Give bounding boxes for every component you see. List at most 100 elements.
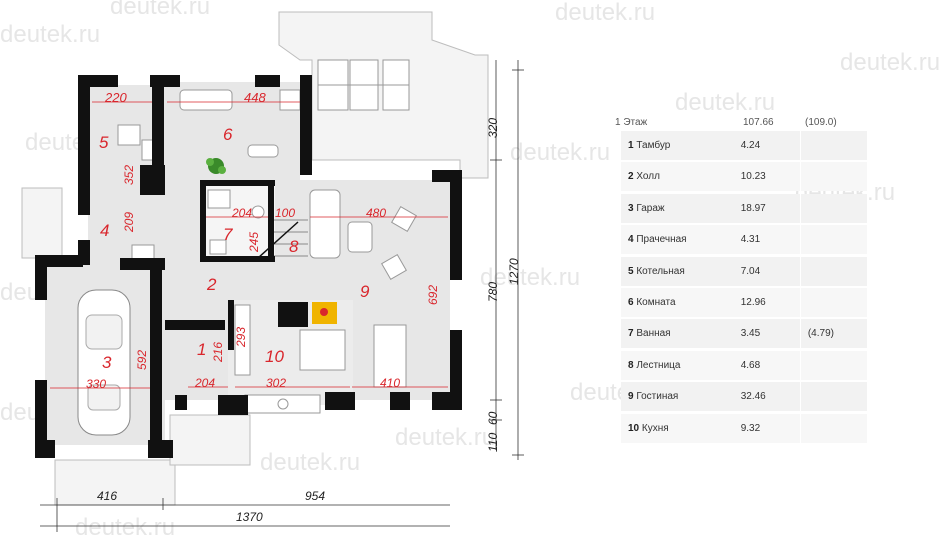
dim-label: 245 bbox=[247, 232, 261, 253]
room-area: 18.97 bbox=[738, 193, 801, 223]
dim-label: 330 bbox=[86, 377, 106, 391]
table-row: 4 Прачечная 4.31 bbox=[621, 225, 867, 255]
floor-area: 107.66 bbox=[743, 116, 774, 128]
room-number: 9 bbox=[628, 391, 634, 403]
room-area: 32.46 bbox=[738, 382, 801, 412]
watermark: deutek.ru bbox=[75, 514, 175, 541]
room-label: 8 bbox=[289, 237, 299, 256]
dim-label: 352 bbox=[122, 165, 136, 185]
watermark: deutek.ru bbox=[480, 264, 580, 291]
table-row: 2 Холл 10.23 bbox=[621, 162, 867, 192]
room-number: 10 bbox=[628, 422, 640, 434]
room-area: 4.68 bbox=[738, 350, 801, 380]
room-area-table: 1 Этаж 107.66 (109.0) 1 Тамбур 4.24 2 Хо… bbox=[615, 113, 867, 445]
floor-name: 1 Этаж bbox=[615, 116, 648, 128]
room-label: 4 bbox=[100, 221, 109, 240]
room-name-cell: 6 Комната bbox=[621, 297, 738, 308]
dim-label: 302 bbox=[266, 376, 286, 390]
room-name-cell: 2 Холл bbox=[621, 171, 738, 182]
room-name-cell: 5 Котельная bbox=[621, 266, 738, 277]
watermark: deutek.ru bbox=[840, 49, 940, 76]
table-row: 3 Гараж 18.97 bbox=[621, 193, 867, 223]
stairs bbox=[257, 219, 308, 259]
room-label: 3 bbox=[102, 353, 112, 372]
garage-apron bbox=[54, 459, 176, 506]
table-row: 6 Комната 12.96 bbox=[621, 287, 867, 317]
fireplace-icon bbox=[278, 302, 337, 327]
dim-label: 1270 bbox=[507, 258, 521, 285]
room-name: Тамбур bbox=[636, 140, 671, 151]
room-label: 2 bbox=[206, 275, 217, 294]
room-name: Гостиная bbox=[636, 391, 679, 403]
dim-label: 100 bbox=[275, 206, 295, 220]
room-labels: 1 2 3 4 5 6 7 8 9 10 bbox=[99, 125, 370, 372]
dim-label: 416 bbox=[97, 489, 117, 503]
room-name: Лестница bbox=[636, 359, 681, 371]
room-area: 9.32 bbox=[738, 413, 801, 443]
watermark: deutek.ru bbox=[675, 89, 775, 116]
room-area: 4.31 bbox=[738, 225, 801, 255]
dim-label: 204 bbox=[194, 376, 215, 390]
room-area: 7.04 bbox=[738, 256, 801, 286]
dim-label: 448 bbox=[244, 90, 266, 105]
room-area-extra: (4.79) bbox=[807, 328, 834, 340]
room-label: 7 bbox=[223, 225, 233, 244]
dim-label: 692 bbox=[426, 285, 440, 305]
dim-label: 480 bbox=[366, 206, 386, 220]
room-name: Кухня bbox=[641, 422, 669, 434]
dim-label: 204 bbox=[231, 206, 252, 220]
room-name-cell: 8 Лестница bbox=[621, 360, 738, 371]
room-name: Холл bbox=[636, 171, 660, 183]
room-number: 6 bbox=[628, 296, 634, 308]
watermark: deutek.ru bbox=[110, 0, 210, 20]
watermark: deutek.ru bbox=[555, 0, 655, 26]
plant-icon bbox=[206, 158, 226, 174]
dim-label: 293 bbox=[234, 327, 248, 348]
table-row: 10 Кухня 9.32 bbox=[621, 413, 867, 443]
watermark: deutek.ru bbox=[0, 21, 100, 48]
room-number: 7 bbox=[628, 328, 634, 340]
inner-dimensions: 220 448 352 209 204 100 480 245 692 293 … bbox=[50, 90, 448, 391]
dim-label: 110 bbox=[486, 433, 500, 452]
car-icon bbox=[77, 289, 131, 436]
outer-dimensions-bottom bbox=[40, 498, 450, 532]
dim-label: 954 bbox=[305, 489, 325, 503]
room-name-cell: 9 Гостиная bbox=[621, 391, 738, 402]
table-row: 9 Гостиная 32.46 bbox=[621, 382, 867, 412]
watermark: deutek.ru bbox=[260, 449, 360, 476]
room-area: 12.96 bbox=[738, 287, 801, 317]
table-header: 1 Этаж 107.66 (109.0) bbox=[615, 113, 867, 131]
room-area: 3.45 bbox=[738, 319, 801, 349]
room-name: Котельная bbox=[636, 265, 685, 277]
watermark: deutek.ru bbox=[510, 139, 610, 166]
floor-area-extra: (109.0) bbox=[805, 116, 837, 128]
dim-label: 216 bbox=[211, 342, 225, 363]
room-label: 6 bbox=[223, 125, 233, 144]
dim-label: 220 bbox=[104, 90, 127, 105]
dim-label: 60 bbox=[486, 411, 500, 425]
dim-label: 410 bbox=[380, 376, 400, 390]
outer-dimensions-right bbox=[490, 60, 524, 460]
walls bbox=[35, 75, 462, 458]
room-name-cell: 4 Прачечная bbox=[621, 234, 738, 245]
room-number: 4 bbox=[628, 234, 634, 246]
room-label: 5 bbox=[99, 133, 109, 152]
dim-label: 1370 bbox=[236, 510, 263, 524]
room-name: Комната bbox=[636, 296, 676, 308]
dim-label: 209 bbox=[122, 212, 136, 233]
room-number: 3 bbox=[628, 202, 634, 214]
table-row: 1 Тамбур 4.24 bbox=[621, 131, 867, 160]
room-name-cell: 7 Ванная bbox=[621, 328, 738, 339]
table-body: 1 Тамбур 4.24 2 Холл 10.23 3 Гараж 18.97… bbox=[615, 131, 867, 443]
room-number: 5 bbox=[628, 265, 634, 277]
furniture bbox=[117, 89, 417, 414]
dim-label: 780 bbox=[486, 282, 500, 302]
room-number: 8 bbox=[628, 359, 634, 371]
room-label: 10 bbox=[265, 347, 284, 366]
table-row: 8 Лестница 4.68 bbox=[621, 350, 867, 380]
room-name-cell: 10 Кухня bbox=[621, 423, 738, 434]
room-name: Прачечная bbox=[636, 234, 687, 246]
room-number: 2 bbox=[628, 171, 634, 183]
porch bbox=[21, 187, 63, 259]
